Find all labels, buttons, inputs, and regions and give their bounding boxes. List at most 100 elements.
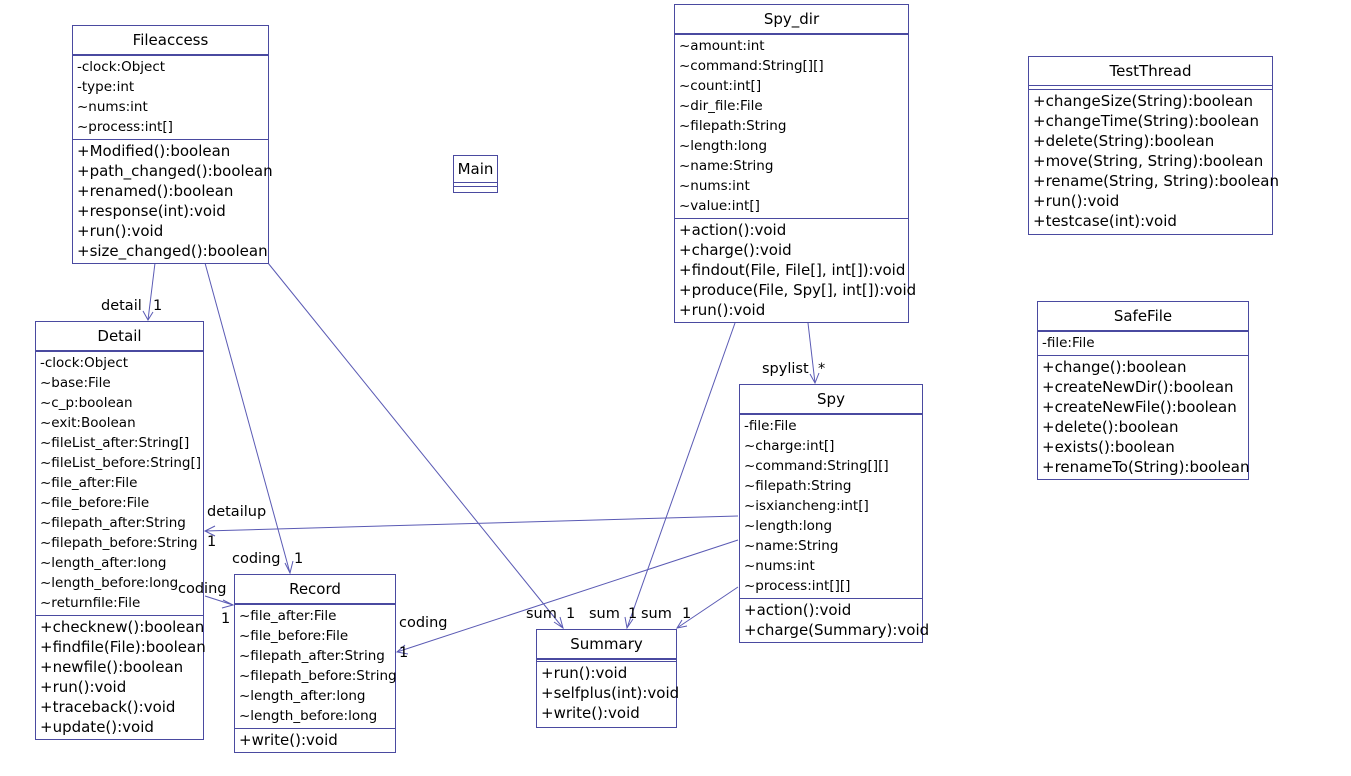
method: +testcase(int):void <box>1033 212 1177 230</box>
attribute: ~command:String[][] <box>679 58 824 74</box>
method: +run():void <box>679 301 766 319</box>
class-name: Spy_dir <box>675 5 908 34</box>
method: +delete():boolean <box>1042 418 1179 436</box>
class-record[interactable]: Record ~file_after:File ~file_before:Fil… <box>234 574 397 753</box>
multiplicity-label-spylist: * <box>818 361 826 377</box>
attribute: ~file_before:File <box>239 628 349 644</box>
attribute: -file:File <box>744 418 797 434</box>
method: +findout(File, File[], int[]):void <box>679 261 906 279</box>
method: +Modified():boolean <box>77 142 231 160</box>
role-label-coding-detail: coding <box>178 581 227 597</box>
class-fileaccess[interactable]: Fileaccess -clock:Object -type:int ~nums… <box>72 25 273 264</box>
method: +write():void <box>541 704 640 722</box>
methods-section: +write():void <box>235 728 395 752</box>
method: +run():void <box>77 222 164 240</box>
method: +charge():void <box>679 241 792 259</box>
method: +changeTime(String):boolean <box>1033 112 1259 130</box>
class-name: SafeFile <box>1038 302 1248 331</box>
role-label-coding-fileaccess: coding <box>232 551 281 567</box>
attribute: ~length_before:long <box>40 575 179 591</box>
role-label-sum-spy: sum <box>641 606 672 622</box>
attribute: ~fileList_after:String[] <box>40 435 190 451</box>
methods-section: +checknew():boolean +findfile(File):bool… <box>36 615 206 739</box>
edge-fileaccess-record <box>204 262 291 574</box>
class-name: Main <box>454 156 497 183</box>
method: +exists():boolean <box>1042 438 1175 456</box>
method: +run():void <box>40 678 127 696</box>
edge-spy-summary <box>676 586 739 629</box>
attributes-section: -file:File <box>1038 331 1248 355</box>
arrowhead-record-1 <box>284 560 294 575</box>
method: +createNewFile():boolean <box>1042 398 1237 416</box>
attribute: ~base:File <box>40 375 111 391</box>
attribute: ~filepath:String <box>679 118 787 134</box>
class-testthread[interactable]: TestThread +changeSize(String):boolean +… <box>1028 56 1279 235</box>
class-name: Record <box>235 575 395 604</box>
multiplicity-label-coding-detail: 1 <box>221 611 231 627</box>
class-spy-dir[interactable]: Spy_dir ~amount:int ~command:String[][] … <box>674 4 916 323</box>
multiplicity-label-detailup: 1 <box>207 534 217 550</box>
methods-section: +changeSize(String):boolean +changeTime(… <box>1029 89 1279 233</box>
edge-fileaccess-summary <box>267 262 564 629</box>
class-name: Spy <box>740 385 922 414</box>
edge-spy-record <box>396 539 739 653</box>
attribute: -clock:Object <box>77 59 166 75</box>
class-spy[interactable]: Spy -file:File ~charge:int[] ~command:St… <box>739 384 930 643</box>
class-name: Fileaccess <box>73 26 268 55</box>
edge-fileaccess-detail <box>147 262 156 321</box>
multiplicity-label-sum-fileaccess: 1 <box>566 606 576 622</box>
attribute: ~length:long <box>744 518 833 534</box>
arrowhead-spy <box>809 372 820 385</box>
attribute: -clock:Object <box>40 355 129 371</box>
role-label-detailup: detailup <box>207 504 267 520</box>
attribute: ~length:long <box>679 138 768 154</box>
attribute: ~c_p:boolean <box>40 395 133 411</box>
class-name: Detail <box>36 322 203 351</box>
methods-section: +action():void +charge():void +findout(F… <box>675 218 916 322</box>
arrowhead-summary-2 <box>624 616 634 630</box>
edge-spydir-summary <box>626 322 736 629</box>
attribute: ~file_after:File <box>239 608 337 624</box>
attribute: ~name:String <box>679 158 774 174</box>
class-safefile[interactable]: SafeFile -file:File +change():boolean +c… <box>1037 301 1249 480</box>
edge-detail-record <box>204 595 234 606</box>
method: +path_changed():boolean <box>77 162 273 180</box>
attribute: ~count:int[] <box>679 78 762 94</box>
arrowhead-record-3 <box>221 599 235 609</box>
multiplicity-label-coding-spy: 1 <box>399 645 409 661</box>
attribute: ~filepath:String <box>744 478 852 494</box>
method: +selfplus(int):void <box>541 684 680 702</box>
attributes-section: -clock:Object ~base:File ~c_p:boolean ~e… <box>36 351 203 615</box>
class-summary[interactable]: Summary +run():void +selfplus(int):void … <box>536 629 680 728</box>
attribute: ~returnfile:File <box>40 595 141 611</box>
attribute: ~amount:int <box>679 38 765 54</box>
attribute: ~file_before:File <box>40 495 150 511</box>
method: +update():void <box>40 718 154 736</box>
attribute: ~length_after:long <box>40 555 167 571</box>
methods-section: +action():void +charge(Summary):void <box>740 598 930 642</box>
empty-methods-section <box>454 186 497 190</box>
attribute: ~value:int[] <box>679 198 760 214</box>
attribute: ~filepath_after:String <box>40 515 186 531</box>
method: +write():void <box>239 731 338 749</box>
arrowhead-summary-1 <box>553 616 564 630</box>
attribute: ~name:String <box>744 538 839 554</box>
attribute: ~filepath_before:String <box>40 535 198 551</box>
methods-section: +run():void +selfplus(int):void +write()… <box>537 659 680 725</box>
attribute: ~fileList_before:String[] <box>40 455 202 471</box>
arrowhead-detail <box>142 310 154 321</box>
method: +findfile(File):boolean <box>40 638 206 656</box>
method: +run():void <box>1033 192 1120 210</box>
class-detail[interactable]: Detail -clock:Object ~base:File ~c_p:boo… <box>35 321 206 740</box>
method: +charge(Summary):void <box>744 621 930 639</box>
attributes-section: -file:File ~charge:int[] ~command:String… <box>740 414 922 598</box>
edge-spy-detail <box>204 515 739 532</box>
class-main[interactable]: Main <box>453 155 498 193</box>
class-name: Summary <box>537 630 676 659</box>
attribute: ~filepath_after:String <box>239 648 385 664</box>
methods-section: +change():boolean +createNewDir():boolea… <box>1038 355 1249 479</box>
attribute: ~nums:int <box>744 558 815 574</box>
method: +traceback():void <box>40 698 176 716</box>
attribute: ~length_after:long <box>239 688 366 704</box>
method: +move(String, String):boolean <box>1033 152 1264 170</box>
